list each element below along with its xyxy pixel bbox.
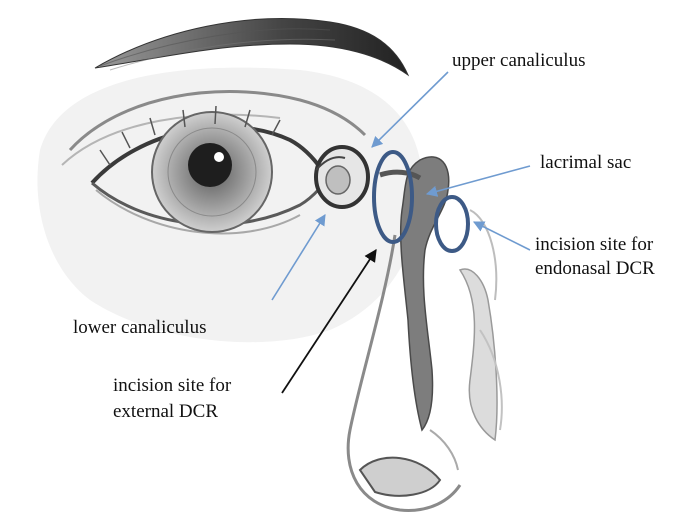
endonasal-dcr-label-line1: incision site for: [535, 233, 653, 256]
lacrimal-sac-label: lacrimal sac: [540, 151, 631, 174]
external-dcr-label-line1: incision site for: [113, 374, 231, 397]
endonasal-arrow: [474, 222, 530, 250]
external-dcr-label-line2: external DCR: [113, 400, 218, 423]
nostril: [360, 458, 440, 496]
lacrimal-sac-duct: [401, 157, 449, 430]
pupil: [188, 143, 232, 187]
eyebrow: [95, 19, 408, 75]
endonasal-dcr-incision-ellipse: [436, 197, 468, 251]
upper-canaliculus-label: upper canaliculus: [452, 49, 585, 72]
lower-canaliculus-label: lower canaliculus: [73, 316, 206, 339]
endonasal-dcr-label-line2: endonasal DCR: [535, 257, 655, 280]
